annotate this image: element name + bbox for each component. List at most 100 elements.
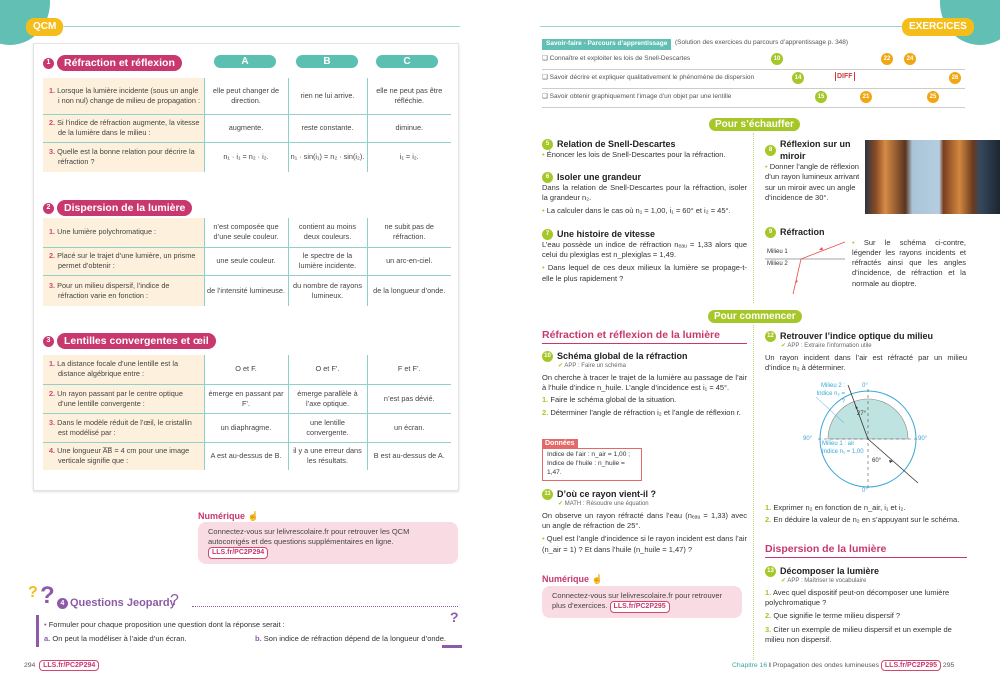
page-number: 294 — [24, 662, 36, 669]
answer-option-c[interactable]: diminue. — [366, 114, 451, 143]
milieu-2-label: Milieu 2 :Indice n₂ = ? — [813, 382, 845, 406]
qcm-table-refraction: 1. Lorsque la lumière incidente (sous un… — [43, 78, 451, 172]
lls-link[interactable]: LLS.fr/PC2P294 — [208, 547, 269, 559]
lls-link[interactable]: LLS.fr/PC2P294 — [39, 660, 100, 672]
answer-option-b[interactable]: contient au moins deux couleurs. — [287, 218, 367, 248]
answer-option-a[interactable]: elle peut changer de direction. — [203, 78, 288, 115]
answer-option-a[interactable]: A est au-dessus de B. — [203, 442, 288, 470]
exercise-badge[interactable]: 14 — [792, 72, 804, 84]
answer-option-a[interactable]: n’est composée que d’une seule couleur. — [203, 218, 288, 248]
diagram-label: Indice n₂ = ? — [816, 391, 845, 406]
qcm-tag: QCM — [26, 18, 64, 36]
savoir-faire-row: ❑ Savoir obtenir graphiquement l’image d… — [542, 89, 965, 108]
answer-option-c[interactable]: i₁ = i₂. — [366, 142, 451, 172]
question-2: Que signifie le terme milieu dispersif ? — [773, 611, 901, 621]
lls-link[interactable]: LLS.fr/PC2P295 — [880, 660, 942, 672]
answer-option-b[interactable]: le spectre de la lumière incidente. — [287, 247, 367, 276]
question-number: 2. — [49, 118, 56, 128]
question-cell: 4. Une longueur A̅B̅ = 4 cm pour une ima… — [43, 442, 204, 470]
question-cell: 2. Un rayon passant par le centre optiqu… — [43, 384, 204, 414]
exercise-badge[interactable]: 21 — [860, 91, 872, 103]
answer-option-c[interactable]: un écran. — [366, 413, 451, 443]
answer-option-b[interactable]: du nombre de rayons lumineux. — [287, 275, 367, 306]
answer-option-c[interactable]: n’est pas dévié. — [366, 384, 451, 414]
answer-option-a[interactable]: n₁ · i₁ = n₂ · i₂. — [203, 142, 288, 172]
angle-right-label: 90° — [918, 436, 928, 442]
question-text: Si l’indice de réfraction augmente, la v… — [57, 118, 200, 137]
savoir-faire-row: ❑ Connaître et exploiter les lois de Sne… — [542, 51, 965, 70]
donnee-air: Indice de l’air : n_air = 1,00 ; — [547, 451, 631, 458]
refraction-schema — [765, 241, 846, 295]
numerique-text: Connectez-vous sur lelivrescolaire.fr po… — [552, 591, 723, 611]
section-title: Dispersion de la lumière — [57, 200, 193, 217]
answer-option-b[interactable]: reste constante. — [287, 114, 367, 143]
exercise-badge[interactable]: 15 — [815, 91, 827, 103]
exercise-badge[interactable]: 26 — [949, 72, 961, 84]
numerique-text: Connectez-vous sur lelivrescolaire.fr po… — [208, 527, 410, 547]
exercise-number: 8 — [765, 144, 776, 156]
answer-option-c[interactable]: elle ne peut pas être réfléchie. — [366, 78, 451, 115]
item-label: b. — [255, 634, 262, 643]
question-text: Un rayon passant par le centre optique d… — [57, 388, 183, 408]
question-3: Citer un exemple de milieu dispersif et … — [765, 624, 952, 644]
item-label: a. — [44, 634, 51, 643]
answer-option-b[interactable]: rien ne lui arrive. — [287, 78, 367, 115]
qcm-row: 1. Une lumière polychromatique :n’est co… — [43, 218, 451, 248]
exercise-text: Énoncer les lois de Snell-Descartes pour… — [542, 150, 747, 160]
answer-option-c[interactable]: de la longueur d’onde. — [366, 275, 451, 306]
left-footer: 294 LLS.fr/PC2P294 — [24, 660, 100, 672]
numerique-box: Connectez-vous sur lelivrescolaire.fr po… — [198, 522, 458, 564]
exercise-badge[interactable]: 24 — [904, 53, 916, 65]
answer-option-a[interactable]: de l’intensité lumineuse. — [203, 275, 288, 306]
answer-option-c[interactable]: un arc-en-ciel. — [366, 247, 451, 276]
answer-option-c[interactable]: F et F’. — [366, 355, 451, 385]
question-1: Faire le schéma global de la situation. — [550, 395, 677, 405]
exercise-badge[interactable]: 22 — [881, 53, 893, 65]
question-1: Exprimer n₂ en fonction de n_air, i₁ et … — [773, 503, 906, 512]
question-number: 1. — [49, 227, 56, 237]
answer-option-a[interactable]: O et F. — [203, 355, 288, 385]
qcm-row: 3. Dans le modèle réduit de l’œil, le cr… — [43, 413, 451, 443]
exercise-title: Retrouver l’indice optique du milieu — [780, 331, 934, 341]
qcm-row: 1. La distance focale d’une lentille est… — [43, 355, 451, 385]
answer-option-b[interactable]: une lentille convergente. — [287, 413, 367, 443]
answer-option-b[interactable]: il y a une erreur dans les résultats. — [287, 442, 367, 470]
question-mark-icon: ? — [450, 609, 459, 625]
answer-option-b[interactable]: émerge parallèle à l’axe optique. — [287, 384, 367, 414]
exercise-title: Décomposer la lumière — [780, 566, 880, 576]
exercise-bullet: Quel est l’angle d’incidence si le rayon… — [542, 534, 747, 554]
answer-option-a[interactable]: augmente. — [203, 114, 288, 143]
question-1: Avec quel dispositif peut-on décomposer … — [765, 588, 950, 608]
exercise-badge[interactable]: 10 — [771, 53, 783, 65]
exercise-bullet: Sur le schéma ci-contre, légender les ra… — [852, 238, 966, 289]
diagram-label: Indice n₁ = 1,00 — [822, 449, 864, 456]
answer-option-a[interactable]: une seule couleur. — [203, 247, 288, 276]
angle-27-label: 27° — [857, 411, 867, 417]
angle-60-label: 60° — [872, 458, 882, 464]
exercise-number: 12 — [765, 330, 776, 342]
pour-commencer-label: Pour commencer — [708, 310, 802, 323]
chapter-label: Chapitre 16 — [732, 662, 768, 669]
col-header-a: A — [214, 55, 276, 68]
answer-option-a[interactable]: émerge en passant par F’. — [203, 384, 288, 414]
angle-left-label: 90° — [803, 436, 813, 442]
question-number: 2. — [49, 251, 56, 261]
exercise-badge[interactable]: 25 — [927, 91, 939, 103]
question-cell: 1. La distance focale d’une lentille est… — [43, 355, 204, 385]
answer-option-c[interactable]: ne subit pas de réfraction. — [366, 218, 451, 248]
lls-link[interactable]: LLS.fr/PC2P295 — [609, 601, 670, 613]
answer-option-b[interactable]: n₁ · sin(i₁) = n₂ · sin(i₂). — [287, 142, 367, 172]
answer-option-a[interactable]: un diaphragme. — [203, 413, 288, 443]
answer-option-b[interactable]: O et F’. — [287, 355, 367, 385]
jeopardy-bar — [36, 615, 39, 647]
skill-tag: MATH : Résoudre une équation — [558, 500, 747, 508]
question-text: La distance focale d’une lentille est la… — [57, 359, 179, 379]
question-number: 3. — [49, 147, 56, 157]
exercise-bullet: Dans lequel de ces deux milieux la lumiè… — [542, 263, 747, 283]
mirror-buildings-photo — [865, 140, 1000, 214]
answer-option-c[interactable]: B est au-dessus de A. — [366, 442, 451, 470]
